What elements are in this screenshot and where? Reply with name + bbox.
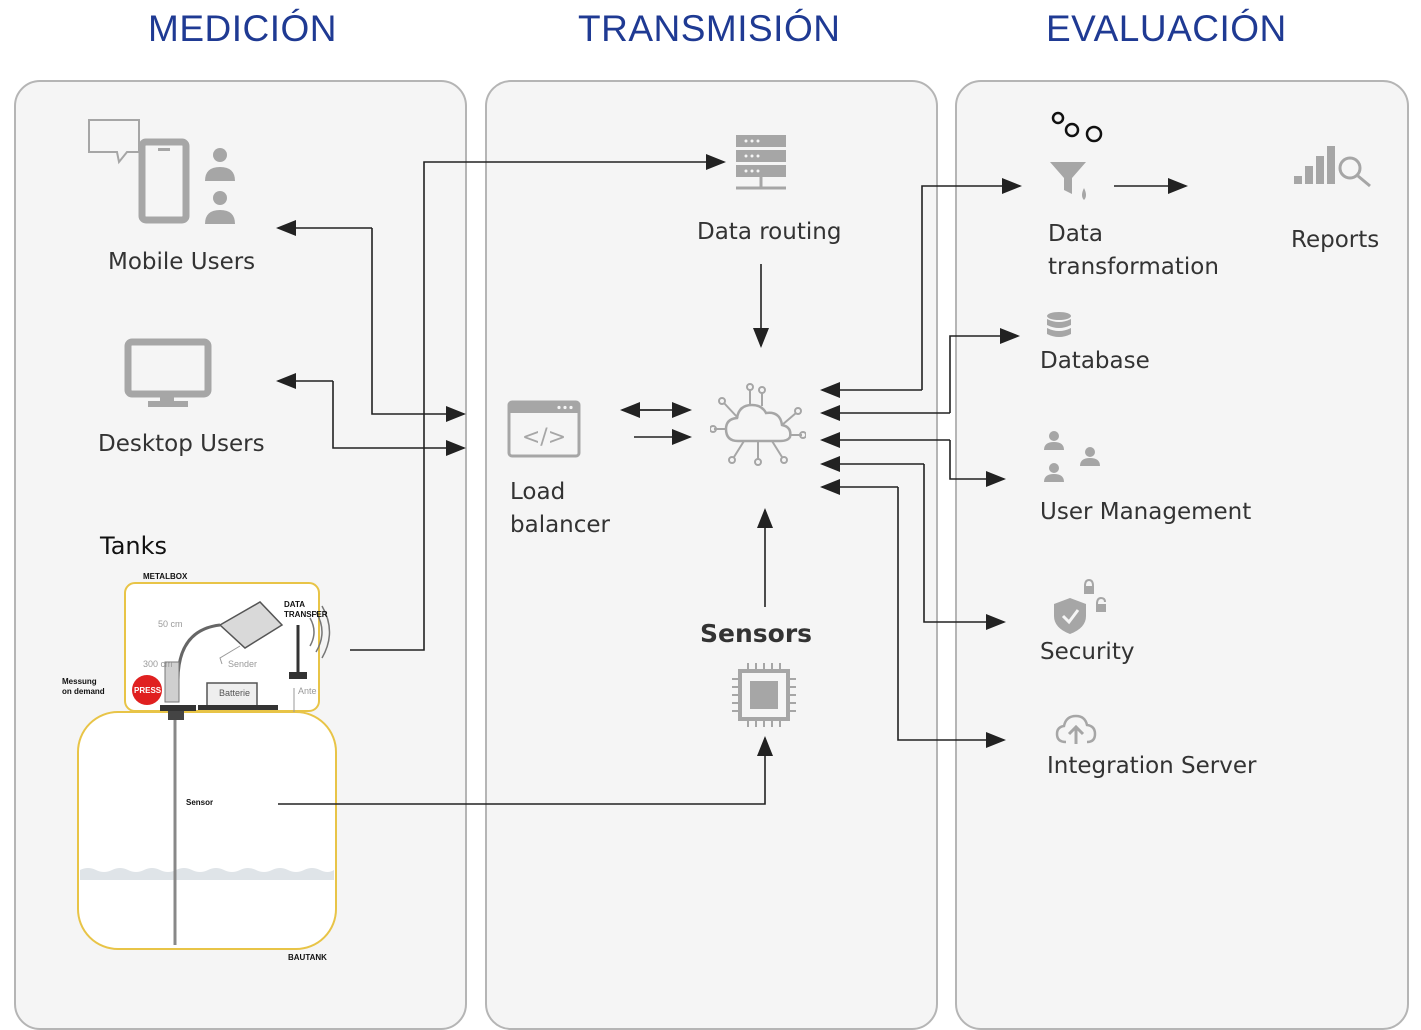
monitor-icon (124, 338, 212, 407)
cm300-label: 300 cm (143, 659, 173, 669)
arrow-cloud-to-security (923, 464, 1006, 630)
mobile-users-label: Mobile Users (108, 249, 256, 275)
chat-bubble-icon (88, 119, 140, 165)
panel-transmission (485, 80, 938, 1030)
filter-icon (1050, 162, 1086, 200)
battery-label: Batterie (219, 688, 251, 698)
arrow-desktop-to-lb (332, 381, 466, 456)
reports-label: Reports (1291, 227, 1380, 253)
chip-icon (732, 663, 796, 727)
measure-label-1: Messung (62, 677, 97, 686)
bar-chart-search-icon (1294, 146, 1371, 188)
cloud-upload-icon (1055, 714, 1097, 744)
code-window-icon: </> (507, 400, 581, 458)
server-icon (736, 135, 786, 190)
cm50-label: 50 cm (158, 619, 183, 629)
tanks-label: Tanks (100, 532, 168, 560)
press-button-label: PRESS (134, 686, 162, 695)
sender-label: Sender (228, 659, 258, 669)
arrow-mobile-to-lb (371, 228, 466, 422)
data-transformation-label-2: transformation (1048, 254, 1219, 280)
user-icon (205, 148, 235, 181)
metalbox-label: METALBOX (143, 572, 188, 581)
arrow-cloud-to-integration (897, 487, 1006, 748)
database-label: Database (1040, 348, 1150, 374)
users-icon (1044, 431, 1100, 482)
section-title-measurement: MEDICIÓN (148, 8, 337, 49)
data-transformation-label-1: Data (1048, 221, 1103, 247)
desktop-users-label: Desktop Users (98, 431, 265, 457)
sensors-label: Sensors (700, 619, 813, 648)
tank-diagram (77, 582, 337, 950)
measure-label-2: on demand (62, 687, 105, 696)
section-title-transmission: TRANSMISIÓN (578, 8, 841, 49)
sensor-label: Sensor (186, 798, 214, 807)
arrow-cloud-to-users (949, 440, 1006, 487)
svg-text:</>: </> (522, 425, 566, 450)
shield-lock-icon (1054, 578, 1106, 634)
bautank-label: BAUTANK (288, 953, 327, 962)
arrow-sensor-to-chip (278, 736, 773, 805)
data-transfer-label-2: TRANSFER (284, 610, 328, 619)
tablet-icon (138, 138, 190, 224)
arrow-cloud-to-transformation (921, 178, 1022, 390)
cloud-network-icon (710, 383, 806, 466)
antenna-label: Ante (298, 686, 317, 696)
circles-icon (1051, 111, 1103, 143)
user-icon (205, 191, 235, 224)
database-icon (1047, 312, 1071, 337)
arrow-tank-to-routing (350, 154, 726, 651)
load-balancer-label-2: balancer (510, 512, 611, 538)
panel-evaluation (955, 80, 1409, 1030)
integration-server-label: Integration Server (1047, 753, 1257, 779)
arrow-cloud-to-database (949, 328, 1020, 413)
user-management-label: User Management (1040, 499, 1252, 525)
section-title-evaluation: EVALUACIÓN (1046, 8, 1287, 49)
load-balancer-label-1: Load (510, 479, 566, 505)
data-transfer-label-1: DATA (284, 600, 306, 609)
data-routing-label: Data routing (697, 219, 842, 245)
security-label: Security (1040, 639, 1135, 665)
